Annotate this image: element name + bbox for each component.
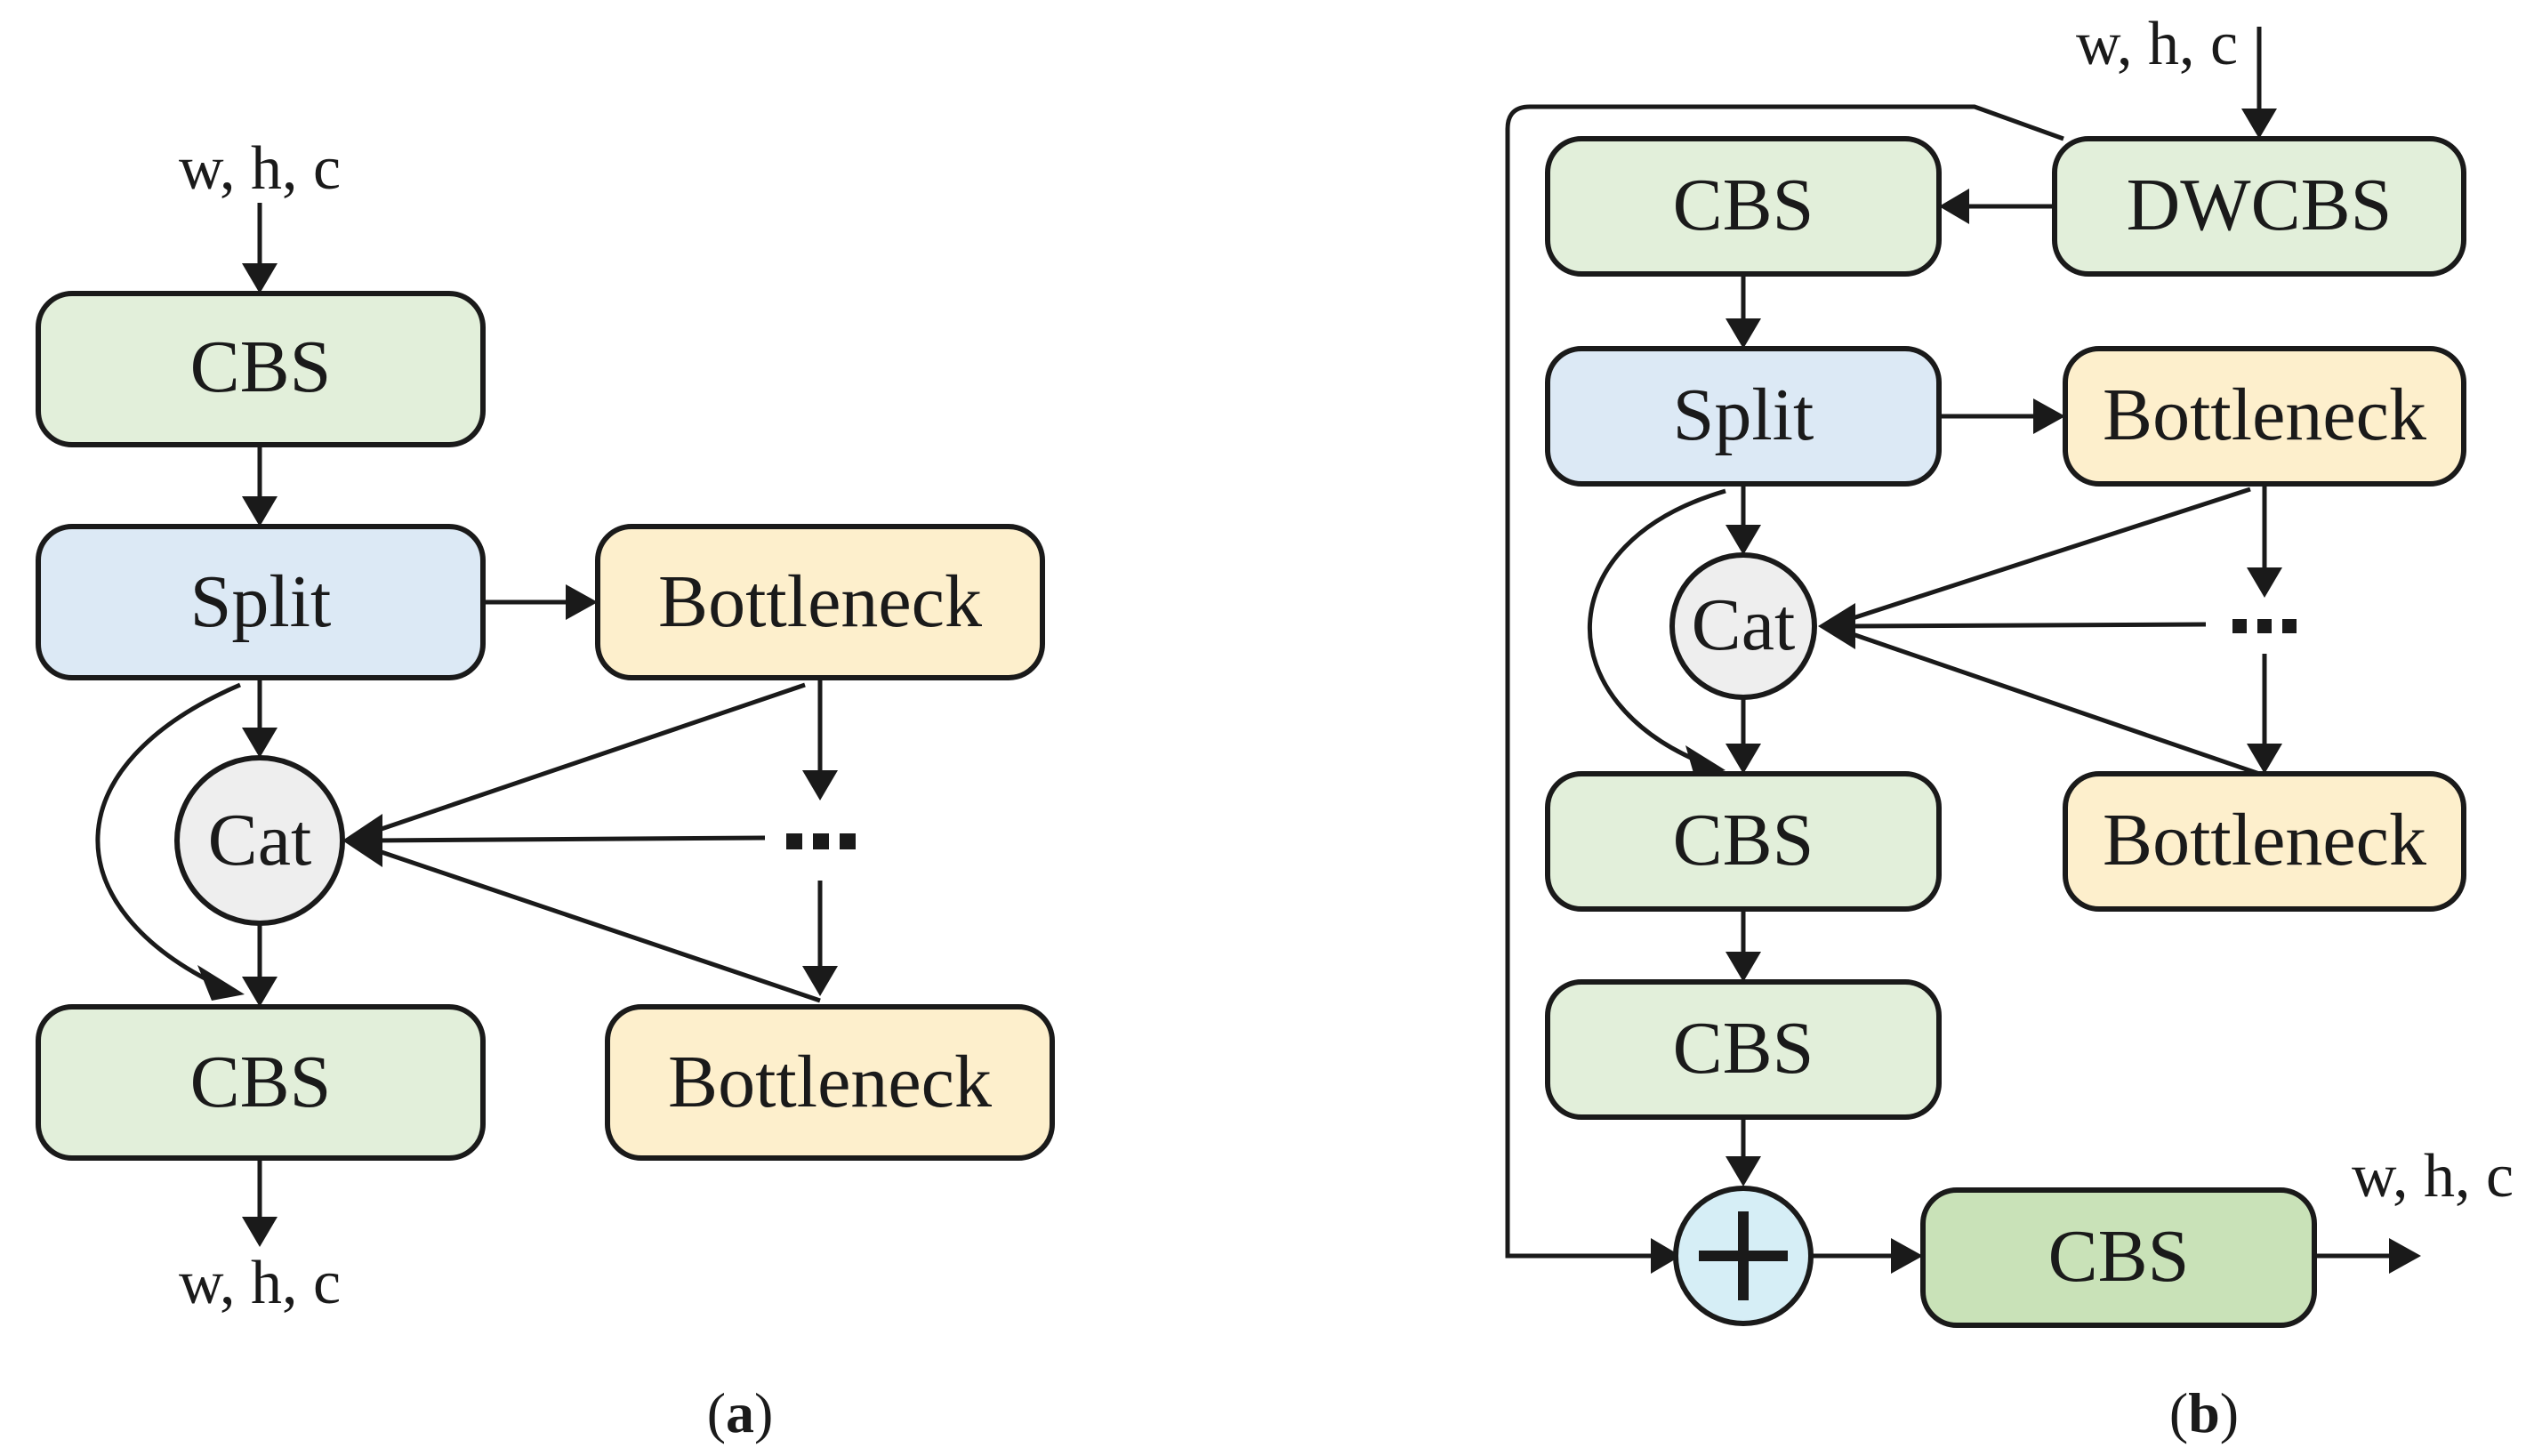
a-arrowhead-cat-merge xyxy=(342,814,382,867)
b-curve-split-to-cbs xyxy=(1587,488,1726,768)
b-cbs-mid2-label: CBS xyxy=(1673,1007,1814,1090)
b-arrowhead-split-bottleneck xyxy=(2033,398,2065,434)
a-line-ellipsis-cat xyxy=(373,835,766,843)
a-bottleneck-bottom-box xyxy=(605,1004,1055,1161)
a-arrowhead-cbs-split xyxy=(242,496,278,527)
b-cbs-out-label: CBS xyxy=(2048,1215,2190,1298)
b-bottleneck-top-label: Bottleneck xyxy=(2103,374,2426,456)
a-curve-split-to-cbs xyxy=(95,682,241,990)
b-split-label: Split xyxy=(1673,374,1814,456)
a-arrowhead-curve xyxy=(197,965,245,1001)
a-line-bottleneck-cat xyxy=(373,682,806,834)
b-cat-label: Cat xyxy=(1692,583,1796,666)
b-arrowhead-cbs-add xyxy=(1726,1156,1761,1187)
b-arrowhead-ellipsis-down xyxy=(2247,744,2282,774)
a-caption: (a) xyxy=(707,1381,774,1444)
b-arrowhead-split-cat xyxy=(1726,525,1761,555)
b-arrowhead-cat-merge xyxy=(1818,603,1855,649)
a-arrowhead-split-bottleneck xyxy=(566,584,598,620)
b-arrowhead-in xyxy=(2241,109,2277,139)
a-arrowhead-bottleneck-down xyxy=(802,770,838,800)
a-arrowhead-cat-cbs xyxy=(242,977,278,1007)
b-line-bottleneck2-cat xyxy=(1849,631,2265,778)
b-dwcbs-label: DWCBS xyxy=(2127,164,2393,246)
a-bottleneck-bottom-label: Bottleneck xyxy=(668,1041,992,1123)
a-arrowhead-in xyxy=(242,263,278,294)
a-arrowhead-ellipsis-down xyxy=(802,966,838,996)
diagram-a: w, h, c CBS Split Bottleneck Cat xyxy=(36,134,1055,1444)
a-input-label: w, h, c xyxy=(179,134,341,203)
b-arrowhead-dwcbs-cbs xyxy=(1939,189,1969,224)
a-split-label: Split xyxy=(190,560,332,643)
b-bottleneck-bottom-label: Bottleneck xyxy=(2103,799,2426,881)
a-line-bottleneck2-cat xyxy=(373,847,821,1003)
b-arrowhead-bottleneck-down xyxy=(2247,567,2282,598)
b-ellipsis-dot-1 xyxy=(2232,619,2247,633)
b-shortcut-path xyxy=(1505,104,2064,1259)
plus-icon xyxy=(1699,1211,1788,1300)
b-arrowhead-curve xyxy=(1685,745,1726,779)
b-caption: (b) xyxy=(2169,1381,2239,1444)
a-cbs-bottom-label: CBS xyxy=(190,1041,332,1123)
b-ellipsis-dot-2 xyxy=(2257,619,2272,633)
b-bottleneck-bottom-box xyxy=(2063,771,2466,912)
b-ellipsis-dot-3 xyxy=(2282,619,2297,633)
a-cat-label: Cat xyxy=(208,799,312,881)
a-arrowhead-out xyxy=(242,1217,278,1247)
a-arrowhead-split-cat xyxy=(242,728,278,758)
b-arrowhead-out xyxy=(2389,1238,2421,1274)
b-arrowhead-cbs-cbs xyxy=(1726,952,1761,982)
b-arrowhead-cat-cbs xyxy=(1726,744,1761,774)
a-ellipsis-dot-1 xyxy=(786,833,802,849)
b-cbs-top-label: CBS xyxy=(1673,164,1814,246)
b-arrowhead-add-cbs xyxy=(1891,1238,1923,1274)
b-output-label: w, h, c xyxy=(2352,1142,2514,1211)
b-line-bottleneck-cat xyxy=(1849,487,2251,622)
a-cbs-top-label: CBS xyxy=(190,326,332,408)
diagram-b: w, h, c DWCBS CBS Split Bottleneck Cat xyxy=(1505,10,2514,1444)
b-arrowhead-shortcut xyxy=(1651,1238,1681,1274)
a-bottleneck-top-label: Bottleneck xyxy=(658,560,982,643)
a-ellipsis-dot-3 xyxy=(840,833,856,849)
b-input-label: w, h, c xyxy=(2076,10,2238,78)
a-output-label: w, h, c xyxy=(179,1249,341,1317)
b-arrowhead-cbs-split xyxy=(1726,318,1761,349)
a-ellipsis-dot-2 xyxy=(813,833,829,849)
b-cbs-mid1-label: CBS xyxy=(1673,799,1814,881)
b-line-ellipsis-cat xyxy=(1849,622,2207,629)
